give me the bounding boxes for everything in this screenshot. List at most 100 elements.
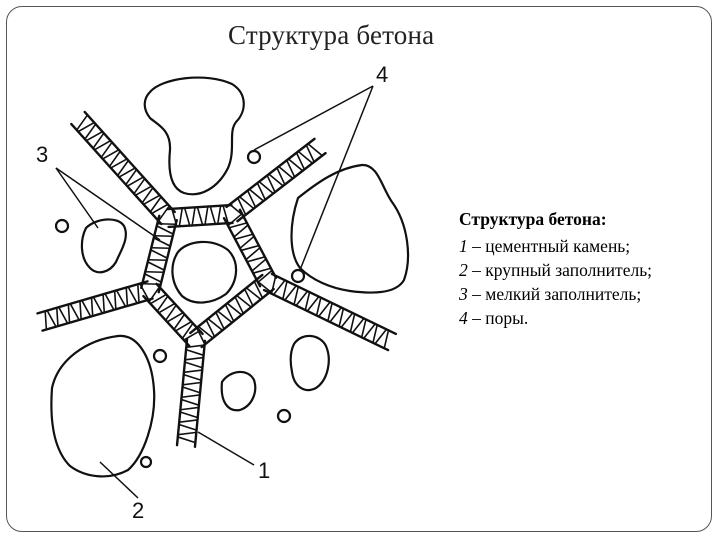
cement-hatch — [125, 168, 138, 186]
cement-hatch — [362, 323, 376, 340]
cement-hatch — [276, 167, 286, 186]
cement-band-edge — [225, 137, 316, 209]
cement-band-edge — [193, 339, 207, 449]
cement-band-edge — [238, 208, 278, 279]
callout-3: 3 — [36, 142, 48, 167]
cement-hatch — [55, 306, 59, 327]
cement-hatch — [351, 317, 365, 334]
cement-hatch — [102, 293, 106, 314]
legend-number: 3 — [459, 284, 468, 304]
cement-hatch — [92, 296, 104, 315]
cement-hatch — [118, 167, 136, 178]
legend-text: – мелкий заполнитель; — [467, 284, 642, 304]
cement-hatch — [237, 197, 247, 216]
legend-number: 1 — [459, 236, 468, 256]
cement-hatch — [255, 279, 272, 293]
cement-hatch — [207, 317, 224, 332]
cement-hatch — [150, 203, 169, 215]
cement-band-edge — [175, 337, 189, 447]
cement-hatch — [340, 312, 354, 329]
cement-hatch — [77, 121, 96, 133]
fine-aggregate-center — [171, 240, 238, 304]
cement-band-edge — [166, 203, 233, 211]
cement-hatch — [297, 150, 314, 165]
cement-band-edge — [140, 214, 161, 290]
cement-hatch — [235, 294, 253, 308]
cement-hatch — [246, 189, 257, 209]
cement-hatch — [285, 159, 296, 178]
cement-hatch — [164, 304, 177, 322]
cement-hatch — [204, 205, 209, 226]
pore — [139, 455, 153, 469]
cement-hatch — [277, 165, 294, 180]
cement-hatch — [257, 269, 273, 284]
cement-band — [140, 214, 178, 294]
cement-hatch — [146, 261, 166, 271]
cement-hatch — [233, 224, 249, 238]
cement-hatch — [173, 313, 186, 331]
slide-title: Структура бетона — [228, 20, 435, 50]
cement-band-edge — [200, 287, 275, 349]
cement-hatch — [138, 282, 150, 301]
cement-hatch — [304, 291, 311, 311]
cement-hatch — [75, 114, 89, 131]
cement-hatch — [179, 406, 200, 411]
legend-text: – крупный заполнитель; — [467, 260, 653, 280]
cement-hatch — [178, 419, 199, 424]
cement-hatch — [197, 325, 214, 339]
legend-number: 4 — [459, 308, 468, 328]
cement-hatch — [90, 296, 94, 317]
pore — [290, 268, 306, 284]
cement-band — [70, 110, 176, 226]
cement-hatch — [181, 322, 194, 340]
pore — [276, 408, 292, 424]
legend-text: – поры. — [467, 308, 529, 328]
cement-hatch — [178, 423, 198, 431]
cement-hatch — [383, 329, 390, 350]
cement-hatch — [185, 348, 205, 357]
cement-hatch — [239, 235, 255, 250]
cement-hatch — [182, 373, 203, 382]
cement-band — [225, 137, 327, 223]
legend-item-4: 4 – поры. — [459, 306, 652, 330]
cement-hatch — [281, 280, 288, 300]
cement-hatch — [245, 287, 262, 301]
cement-hatch — [243, 288, 254, 307]
cement-hatch — [268, 173, 284, 187]
cement-hatch — [185, 344, 206, 349]
cement-hatch — [227, 212, 243, 227]
cement-hatch — [149, 293, 168, 305]
legend: Структура бетона: 1 – цементный камень; … — [459, 207, 652, 330]
cement-hatch — [101, 149, 120, 160]
cement-hatch — [142, 194, 161, 206]
fine-aggregate-left — [80, 218, 127, 274]
cement-hatch — [157, 302, 176, 314]
cement-hatch — [234, 233, 254, 240]
cement-hatch — [216, 204, 222, 225]
cement-hatch — [224, 303, 235, 322]
cement-band — [189, 273, 275, 349]
cement-hatch — [258, 180, 275, 195]
cement-hatch — [329, 306, 343, 323]
cement-hatch — [284, 284, 298, 301]
pore — [54, 218, 70, 234]
cement-hatch — [67, 303, 71, 324]
cement-hatch — [266, 174, 276, 193]
cement-hatch — [305, 144, 315, 163]
cement-hatch — [240, 244, 260, 252]
cement-hatch — [116, 159, 130, 177]
cement-hatch — [79, 300, 82, 321]
cement-hatch — [180, 394, 201, 399]
cement-hatch — [127, 286, 138, 304]
cement-hatch — [177, 436, 197, 444]
pore — [152, 348, 168, 364]
cement-hatch — [141, 186, 154, 204]
cement-hatch — [287, 158, 304, 172]
cement-hatch — [293, 285, 300, 306]
cement-hatch — [372, 324, 379, 344]
cement-hatch — [184, 356, 205, 361]
callout-4: 4 — [376, 62, 388, 87]
callout-1: 1 — [258, 458, 270, 483]
cement-band-edge — [189, 273, 264, 335]
cement-hatch — [137, 283, 140, 304]
